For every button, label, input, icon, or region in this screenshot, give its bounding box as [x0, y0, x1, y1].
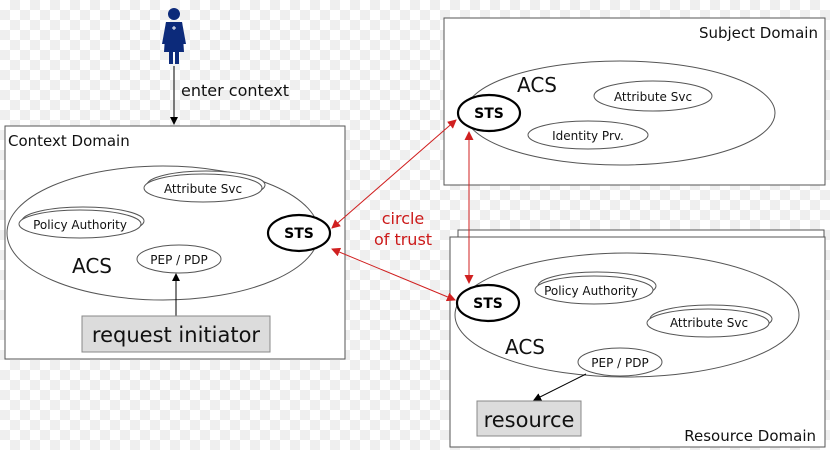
subject-identity-provider-label: Identity Prv. — [552, 129, 624, 143]
context-attribute-svc-label: Attribute Svc — [164, 182, 242, 196]
resource-policy-authority-label: Policy Authority — [544, 284, 638, 298]
resource-sts: STS — [455, 283, 521, 323]
context-sts-label: STS — [284, 226, 314, 242]
resource-domain-title: Resource Domain — [684, 427, 816, 445]
context-attribute-svc: Attribute Svc — [143, 170, 266, 203]
resource-acs-label: ACS — [505, 335, 545, 359]
resource-box: resource — [476, 400, 582, 437]
subject-domain: Subject Domain ACS Attribute Svc Identit… — [443, 17, 826, 186]
subject-identity-provider: Identity Prv. — [527, 120, 649, 150]
context-domain-title: Context Domain — [8, 132, 130, 150]
resource-label: resource — [484, 408, 575, 432]
subject-attribute-svc-label: Attribute Svc — [614, 90, 692, 104]
resource-pep-pdp-label: PEP / PDP — [591, 356, 648, 370]
resource-attribute-svc-label: Attribute Svc — [670, 316, 748, 330]
request-initiator-box: request initiator — [81, 315, 271, 353]
subject-attribute-svc: Attribute Svc — [593, 80, 713, 112]
enter-context-label: enter context — [181, 81, 289, 100]
context-pep-pdp-label: PEP / PDP — [150, 253, 207, 267]
trust-arrow-context-resource — [331, 247, 456, 302]
circle-of-trust-line2: of trust — [374, 230, 432, 249]
subject-domain-title: Subject Domain — [699, 24, 818, 42]
request-initiator-label: request initiator — [92, 323, 260, 347]
subject-acs-label: ACS — [517, 73, 557, 97]
subject-sts: STS — [456, 93, 522, 133]
resource-attribute-svc: Attribute Svc — [646, 304, 773, 338]
person-icon — [162, 8, 186, 64]
subject-sts-label: STS — [474, 106, 504, 122]
resource-sts-label: STS — [473, 296, 503, 312]
context-policy-authority-label: Policy Authority — [33, 218, 127, 232]
resource-pep-pdp: PEP / PDP — [577, 347, 663, 377]
resource-arrow — [533, 373, 587, 401]
resource-domain: Resource Domain ACS Policy Authority Att… — [449, 229, 826, 448]
context-pep-pdp: PEP / PDP — [136, 244, 222, 274]
trust-arrow-context-subject — [331, 119, 457, 229]
context-policy-authority: Policy Authority — [18, 206, 145, 239]
context-acs-label: ACS — [72, 254, 112, 278]
context-domain: Context Domain ACS Attribute Svc Policy … — [4, 125, 346, 360]
circle-of-trust-line1: circle — [382, 209, 425, 228]
resource-policy-authority: Policy Authority — [534, 271, 657, 305]
context-sts: STS — [266, 213, 332, 253]
